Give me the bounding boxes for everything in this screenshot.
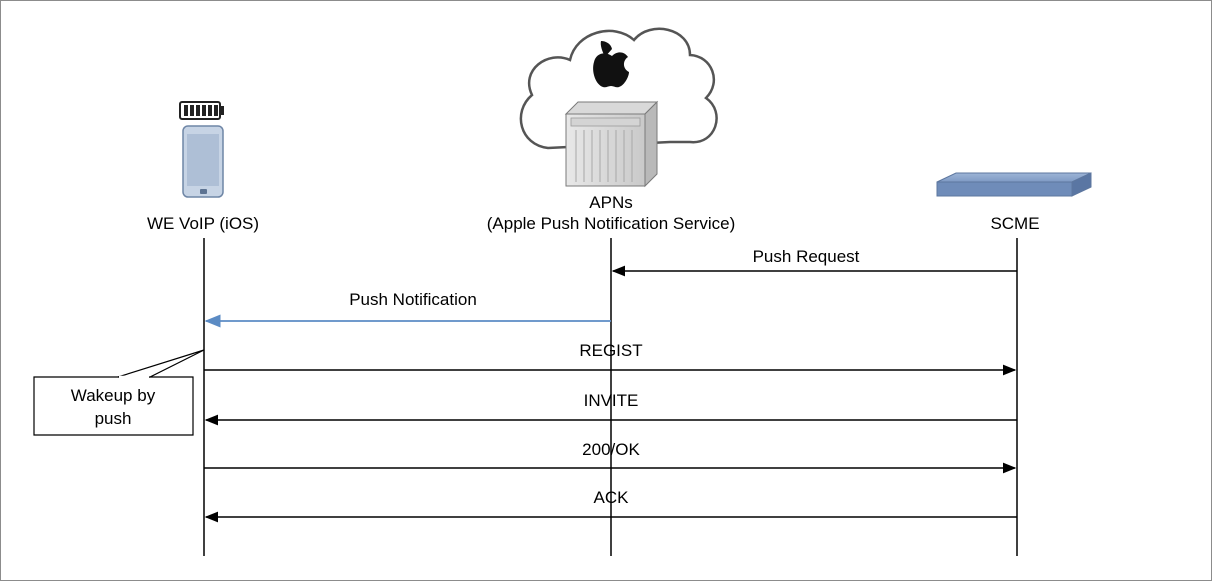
apns-participant-sublabel: (Apple Push Notification Service) [487,214,736,233]
apns-participant-label: APNs [589,193,632,212]
scme-participant-label: SCME [990,214,1039,233]
network-switch-icon [936,172,1092,197]
push-request-label: Push Request [753,247,860,266]
wakeup-callout: Wakeup by push [33,349,205,436]
ok-label: 200/OK [582,440,640,459]
regist-label: REGIST [579,341,642,360]
ack-label: ACK [594,488,630,507]
phone-participant-label: WE VoIP (iOS) [147,214,259,233]
server-icon [564,100,659,188]
smartphone-icon [182,125,224,198]
apple-logo-icon [593,41,629,88]
battery-icon [179,101,224,120]
callout-text-line2: push [95,409,132,428]
push-notification-label: Push Notification [349,290,477,309]
invite-label: INVITE [584,391,639,410]
callout-text-line1: Wakeup by [71,386,156,405]
